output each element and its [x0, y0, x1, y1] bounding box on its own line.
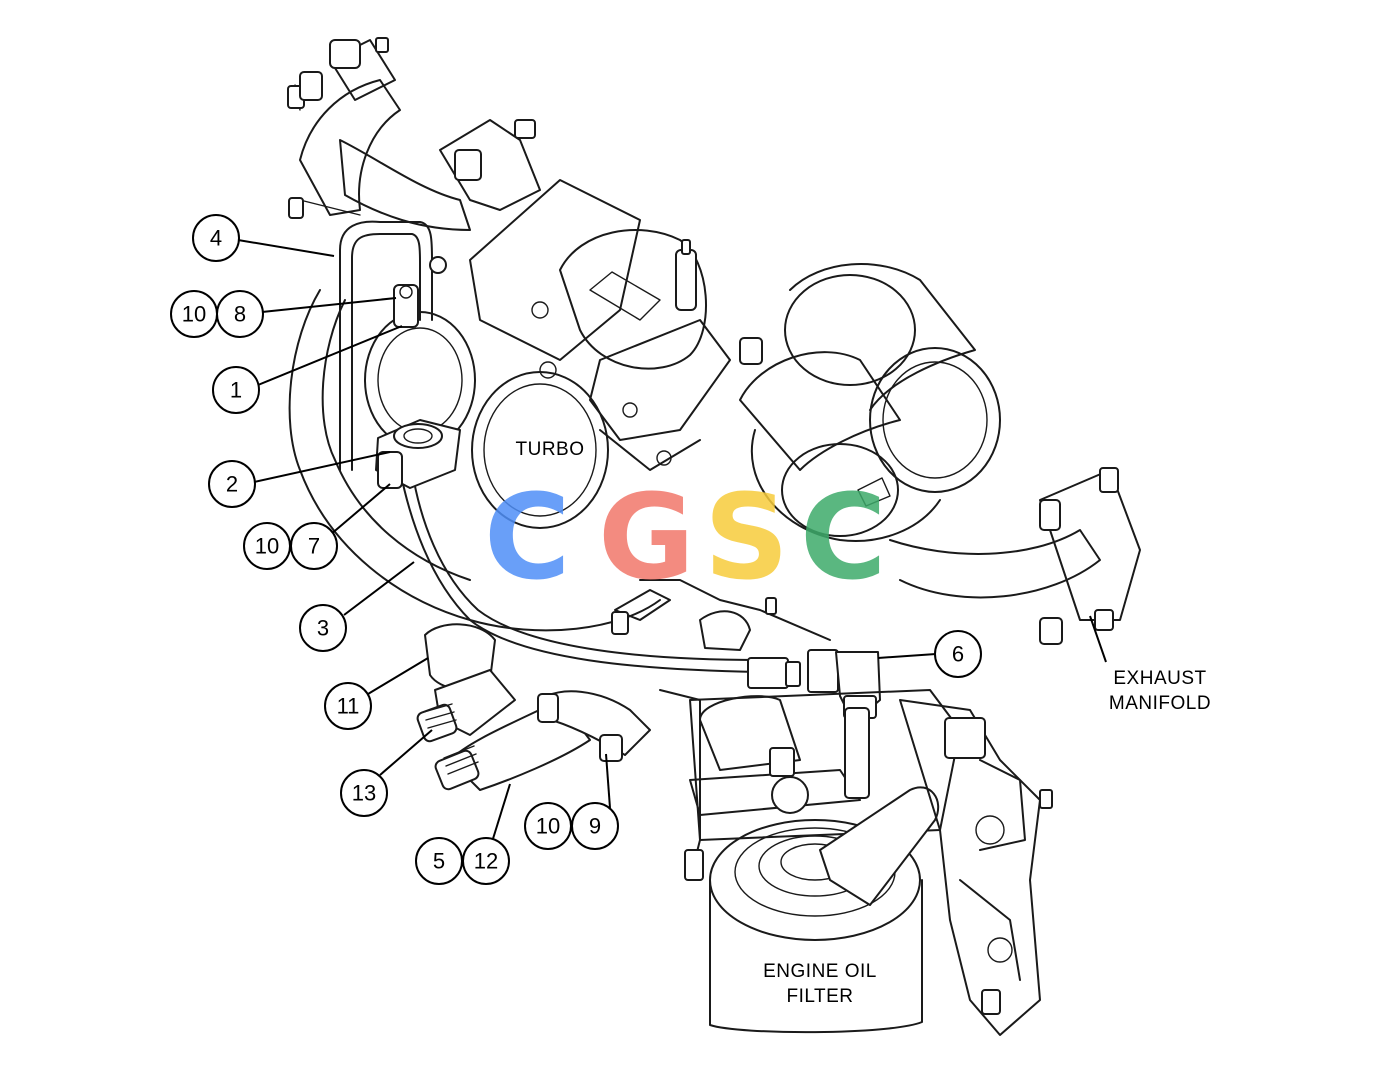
- callout-11: 11: [324, 682, 372, 730]
- svg-text:1: 1: [230, 378, 242, 403]
- engine-oil-filter-label-line1: ENGINE OIL: [763, 961, 877, 982]
- svg-text:7: 7: [308, 534, 320, 559]
- svg-text:10: 10: [536, 814, 560, 839]
- callout-5: 5: [415, 837, 463, 885]
- upper-manifold-pipe: [287, 37, 541, 231]
- svg-text:10: 10: [255, 534, 279, 559]
- svg-text:12: 12: [474, 849, 498, 874]
- callout-2: 2: [208, 460, 256, 508]
- svg-text:9: 9: [589, 814, 601, 839]
- callout-4: 4: [192, 214, 240, 262]
- callout-13: 13: [340, 769, 388, 817]
- callout-10-middle: 10: [243, 522, 291, 570]
- svg-text:11: 11: [337, 694, 360, 719]
- turbocharger: [288, 179, 731, 632]
- callout-12: 12: [462, 837, 510, 885]
- oil-drain-fittings: [416, 623, 651, 791]
- engine-oil-filter: [659, 689, 961, 1034]
- callout-8: 8: [216, 290, 264, 338]
- exhaust-manifold-label-line2: MANIFOLD: [1109, 693, 1211, 714]
- svg-text:2: 2: [226, 472, 238, 497]
- svg-text:5: 5: [433, 849, 445, 874]
- svg-text:13: 13: [352, 781, 376, 806]
- callout-10-lower: 10: [524, 802, 572, 850]
- turbo-label: TURBO: [516, 439, 585, 460]
- watermark-letter-s: S: [704, 468, 789, 606]
- callout-10-upper: 10: [170, 290, 218, 338]
- callout-7: 7: [290, 522, 338, 570]
- middle-bracket: [611, 579, 831, 651]
- callout-6: 6: [934, 630, 982, 678]
- exhaust-elbow: [739, 263, 1141, 645]
- callout-leaders: [237, 239, 937, 843]
- svg-text:6: 6: [952, 642, 964, 667]
- svg-text:3: 3: [317, 616, 329, 641]
- engine-oil-filter-label-line2: FILTER: [786, 986, 853, 1007]
- svg-text:4: 4: [210, 226, 222, 251]
- svg-text:10: 10: [182, 302, 206, 327]
- tube-fitting: [747, 649, 881, 719]
- oil-supply-tube: [339, 220, 761, 673]
- callout-3: 3: [299, 604, 347, 652]
- watermark-letter-c2: C: [800, 468, 887, 606]
- exhaust-manifold-label-line1: EXHAUST: [1113, 668, 1206, 689]
- watermark-letter-g: G: [598, 468, 695, 606]
- callout-1: 1: [212, 366, 260, 414]
- watermark-letter-c1: C: [484, 468, 571, 606]
- svg-text:8: 8: [234, 302, 246, 327]
- cgsc-watermark: C G S C: [484, 468, 887, 606]
- right-bracket: [899, 699, 1053, 1036]
- exhaust-manifold-leader: [1089, 615, 1107, 663]
- callout-9: 9: [571, 802, 619, 850]
